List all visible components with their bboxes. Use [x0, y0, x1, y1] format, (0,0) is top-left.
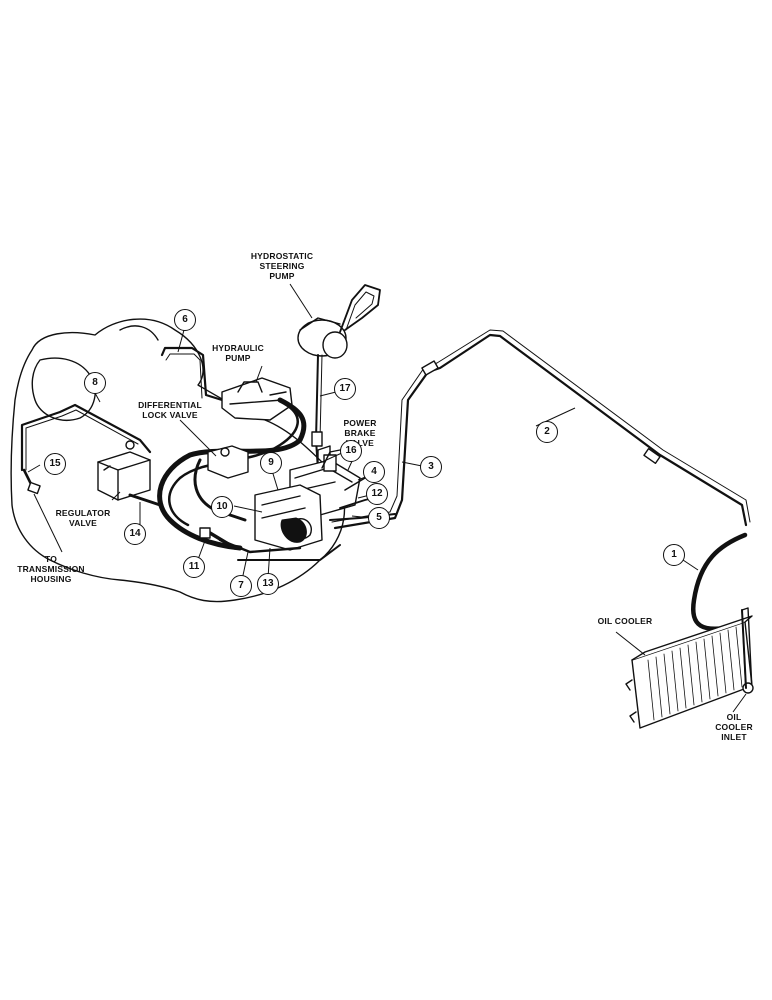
- oil-cooler-inlet-label: OIL COOLER INLET: [712, 712, 756, 742]
- brake-valve-top: [323, 454, 337, 472]
- callout-1: 1: [663, 544, 685, 566]
- label-line: HYDRAULIC: [212, 343, 264, 353]
- label-line: PUMP: [269, 271, 295, 281]
- tube-6: [160, 346, 224, 402]
- tube-13: [237, 544, 341, 561]
- steering-pump-detail: [299, 317, 341, 331]
- steering-pump-face: [322, 331, 348, 359]
- callout-9: 9: [260, 452, 282, 474]
- callout-7: 7: [230, 575, 252, 597]
- hydraulic-pump-detail: [229, 381, 287, 405]
- hydraulic-pump-label: HYDRAULIC PUMP: [208, 343, 268, 363]
- tube-4: [344, 477, 366, 491]
- regulator-valve-detail: [97, 459, 151, 501]
- callout-4: 4: [363, 461, 385, 483]
- regulator-valve-label: REGULATOR VALVE: [48, 508, 118, 528]
- oil-cooler-inlet-fitting: [742, 682, 754, 694]
- label-line: POWER: [343, 418, 377, 428]
- callout-14: 14: [124, 523, 146, 545]
- callout-16: 16: [340, 440, 362, 462]
- tube-14: [128, 493, 162, 507]
- label-line: DIFFERENTIAL: [138, 400, 202, 410]
- label-line: TO: [44, 554, 58, 564]
- callout-13: 13: [257, 573, 279, 595]
- diff-lock-fitting: [220, 447, 230, 457]
- oil-cooler-fins: [647, 626, 743, 721]
- label-line: INLET: [721, 732, 747, 742]
- label-line: VALVE: [68, 518, 98, 528]
- tube-3: [333, 333, 748, 530]
- callout-11: 11: [183, 556, 205, 578]
- diff-lock-valve-body: [207, 445, 249, 479]
- callout-3: 3: [420, 456, 442, 478]
- tube-17-b: [319, 354, 323, 441]
- callout-5: 5: [368, 507, 390, 529]
- callout-15: 15: [44, 453, 66, 475]
- label-line: LOCK VALVE: [142, 410, 198, 420]
- oil-cooler-vertical-tube: [741, 609, 747, 689]
- oil-cooler-label: OIL COOLER: [592, 616, 658, 626]
- label-line: PUMP: [225, 353, 251, 363]
- tube-6-b: [165, 353, 203, 399]
- label-line: BRAKE VALVE: [344, 428, 376, 448]
- callout-10: 10: [211, 496, 233, 518]
- callout-12: 12: [366, 483, 388, 505]
- steering-loop-b: [345, 291, 375, 331]
- label-line: OIL: [726, 712, 742, 722]
- tube-3-fitting-2: [643, 448, 661, 464]
- callout-8: 8: [84, 372, 106, 394]
- tube-15-fitting: [27, 481, 41, 495]
- tube-3-b: [331, 329, 751, 523]
- steering-loop: [339, 284, 381, 333]
- valve-block-dark: [280, 517, 307, 543]
- label-line: OIL COOLER: [597, 616, 653, 626]
- label-line: STEERING: [259, 261, 305, 271]
- hydrostatic-steering-pump-label: HYDROSTATIC STEERING PUMP: [244, 251, 320, 281]
- label-line: COOLER: [715, 722, 753, 732]
- callout-6: 6: [174, 309, 196, 331]
- hose-main-1: [157, 397, 307, 551]
- hose-1: [690, 532, 748, 632]
- regulator-fitting: [125, 440, 135, 450]
- to-transmission-housing-label: TO TRANSMISSION HOUSING: [8, 554, 94, 584]
- tube-8-b: [25, 409, 139, 471]
- callout-17: 17: [334, 378, 356, 400]
- tube-11-fitting: [199, 527, 211, 539]
- label-line: REGULATOR: [55, 508, 111, 518]
- regulator-valve-body: [97, 451, 151, 501]
- tube-17-fitting: [311, 431, 323, 447]
- power-brake-valve-label: POWER BRAKE VALVE: [330, 418, 390, 448]
- tube-16: [321, 449, 341, 469]
- label-line: HYDROSTATIC: [250, 251, 314, 261]
- callout-2: 2: [536, 421, 558, 443]
- differential-lock-valve-label: DIFFERENTIAL LOCK VALVE: [132, 400, 208, 420]
- housing-detail-2: [119, 325, 159, 341]
- label-line: TRANSMISSION: [17, 564, 85, 574]
- tube-3-fitting-1: [421, 360, 439, 376]
- tube-8: [20, 403, 152, 472]
- transmission-housing-outline: [10, 318, 346, 603]
- label-line: HOUSING: [30, 574, 72, 584]
- housing-detail: [31, 357, 96, 421]
